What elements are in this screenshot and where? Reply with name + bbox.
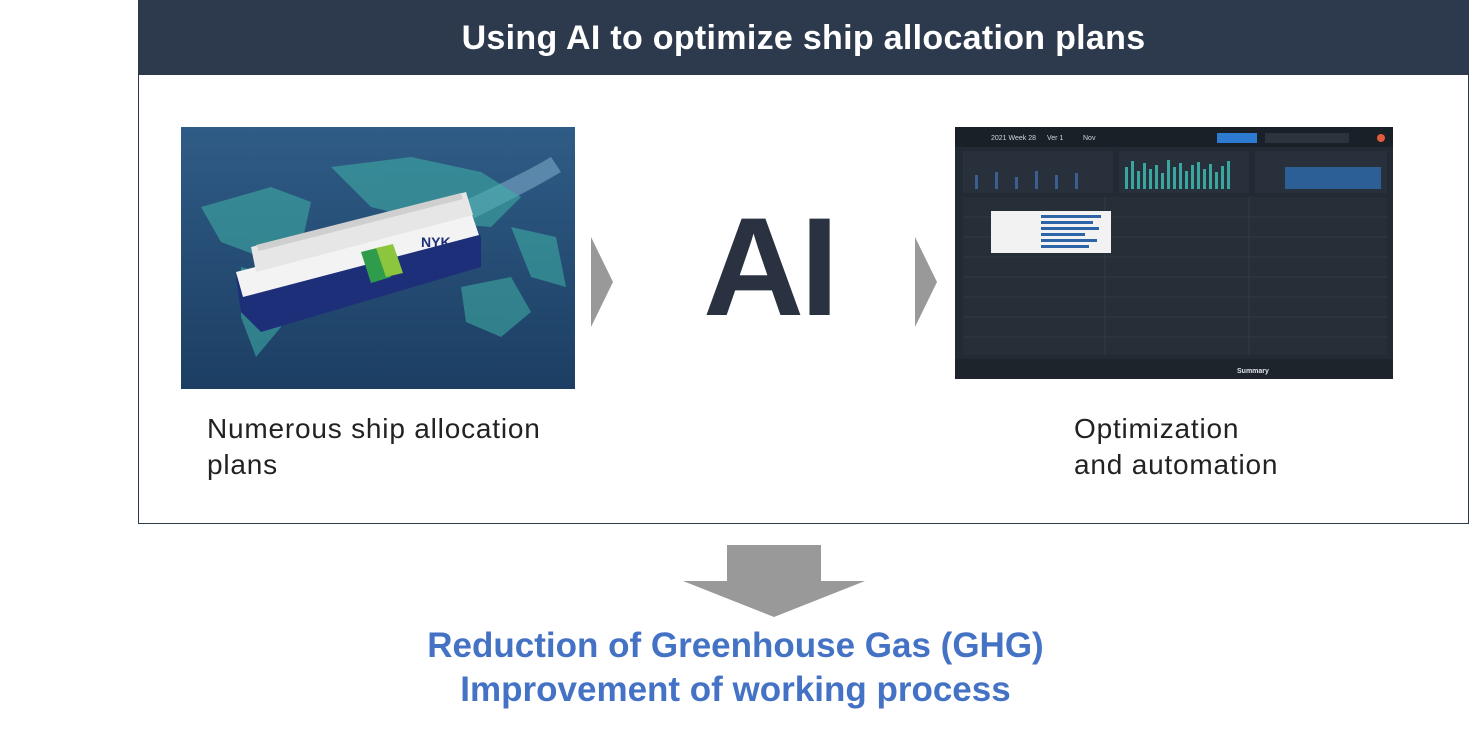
dashboard-version: Ver 1 <box>1047 135 1063 142</box>
outcome-ghg-reduction: Reduction of Greenhouse Gas (GHG) <box>427 626 1044 665</box>
car-carrier-ship: NYK <box>236 192 481 332</box>
dashboard-summary: Summary <box>1237 368 1269 375</box>
dashboard-month: Nov <box>1083 135 1096 142</box>
down-arrow-icon <box>683 545 865 617</box>
right-caption: Optimization and automation <box>1074 411 1394 483</box>
optimization-dashboard-screenshot: 2021 Week 28 Ver 1 Nov <box>955 127 1393 379</box>
chevron-right-icon <box>915 237 937 327</box>
dashboard-week: 2021 Week 28 <box>991 135 1036 142</box>
panel-title: Using AI to optimize ship allocation pla… <box>139 1 1468 75</box>
left-caption-line1: Numerous ship allocation <box>207 413 541 444</box>
concept-panel: Using AI to optimize ship allocation pla… <box>138 0 1469 524</box>
right-caption-line2: and automation <box>1074 449 1279 480</box>
left-caption: Numerous ship allocation plans <box>207 411 627 483</box>
ship-hull-logo: NYK <box>421 234 451 250</box>
left-caption-line2: plans <box>207 449 278 480</box>
ship-photo: NYK <box>181 127 575 389</box>
outcome-process-improvement: Improvement of working process <box>460 670 1011 709</box>
right-caption-line1: Optimization <box>1074 413 1240 444</box>
ai-label: AI <box>703 188 839 345</box>
chevron-right-icon <box>591 237 613 327</box>
